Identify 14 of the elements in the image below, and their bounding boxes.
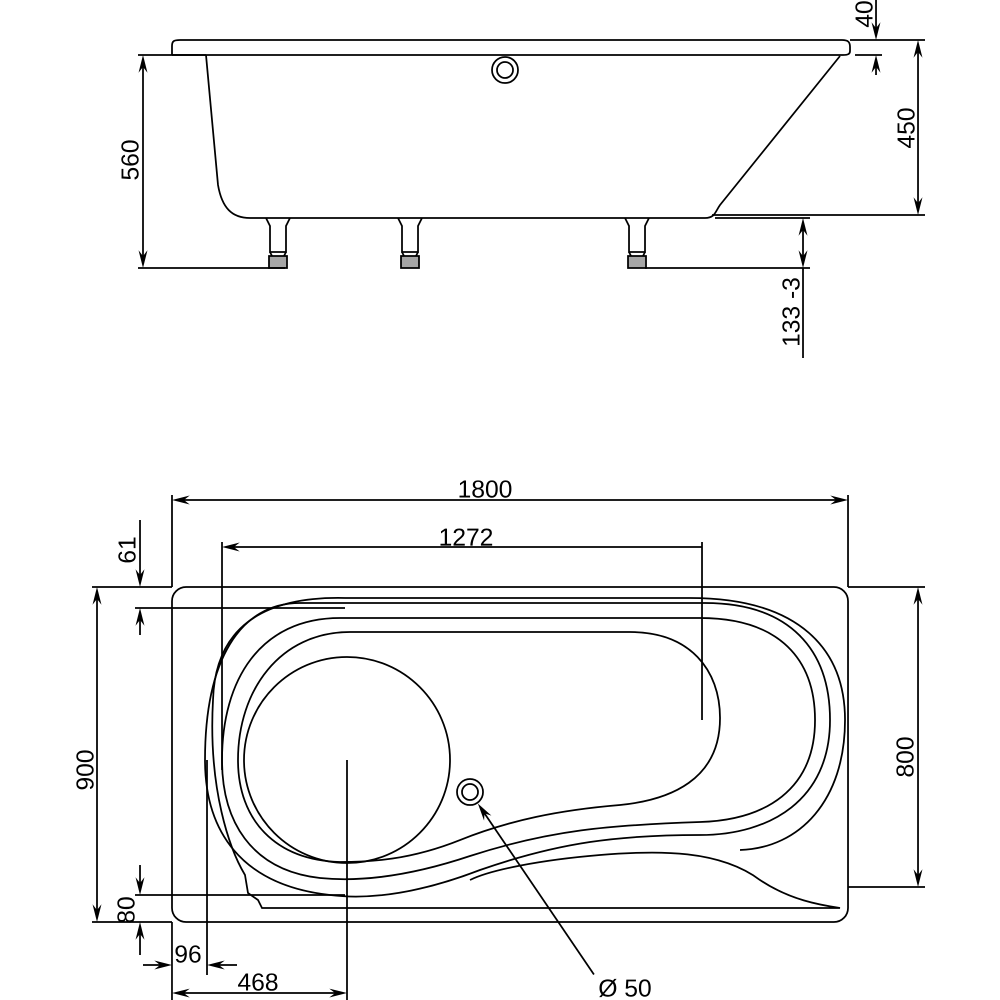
dimension-label: 468 bbox=[238, 973, 278, 991]
dimension-label: 900 bbox=[76, 750, 94, 790]
dimension-label: 1272 bbox=[440, 528, 492, 546]
dimension-label: 800 bbox=[896, 737, 914, 776]
dimension-label: 61 bbox=[118, 538, 136, 562]
dimension-label: 133 -3 bbox=[782, 278, 800, 346]
dimension-label: 40 bbox=[855, 1, 873, 28]
dimension-label: 560 bbox=[121, 140, 139, 180]
dimension-label: 96 bbox=[175, 945, 201, 963]
dimension-label: 80 bbox=[117, 897, 135, 923]
dimension-label: 450 bbox=[897, 108, 915, 148]
drain-drawing bbox=[456, 778, 484, 806]
dimension-label: 1800 bbox=[460, 480, 512, 498]
callout-label: Ø 50 bbox=[599, 978, 651, 998]
